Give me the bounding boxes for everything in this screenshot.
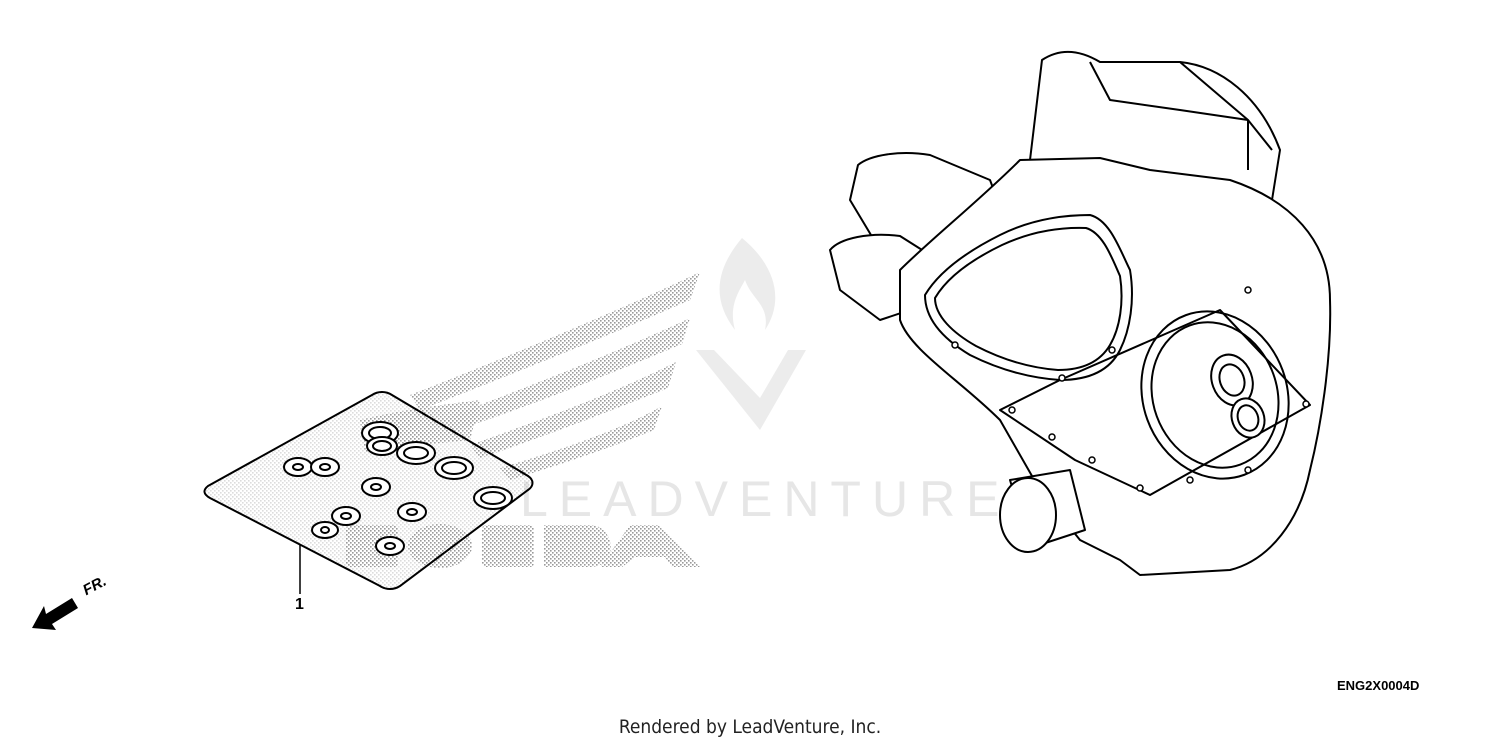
- diagram-code: ENG2X0004D: [1337, 678, 1420, 693]
- honda-wing-logo-icon: [360, 272, 700, 480]
- render-credit: Rendered by LeadVenture, Inc.: [618, 716, 882, 738]
- leadventure-logo-icon: [696, 238, 806, 430]
- callout-1: 1: [295, 596, 304, 613]
- gasket-kit-card: [203, 391, 534, 590]
- watermark-text: LEADVENTURE: [520, 471, 1011, 527]
- engine-assembly: [829, 50, 1332, 576]
- front-arrow-icon: [32, 598, 78, 630]
